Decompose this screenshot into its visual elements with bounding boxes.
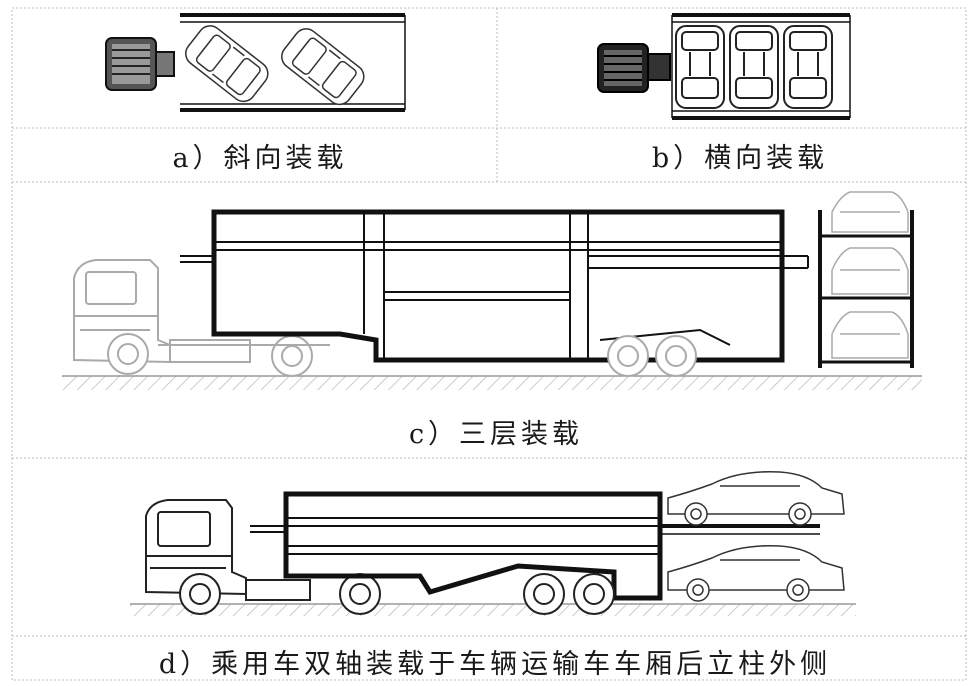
truck-head-icon (105, 37, 175, 91)
ground (130, 604, 856, 616)
caption-b: b）横向装载 (651, 143, 829, 174)
truck-head-icon (73, 259, 330, 377)
car-front-icon (831, 191, 909, 359)
panel-a-diagonal (105, 13, 406, 112)
wheel-icon (607, 335, 697, 377)
panel-d-rear-pillar (130, 471, 856, 616)
trailer-box-icon (671, 13, 851, 120)
wheel-icon (523, 573, 615, 615)
frame-grid (11, 7, 967, 681)
rack-icon (818, 210, 914, 368)
car-top-icon (185, 25, 269, 103)
trailer-box-icon (250, 491, 663, 601)
car-side-icon (667, 545, 845, 602)
trailer-box-icon (180, 209, 809, 363)
truck-head-icon (145, 499, 381, 615)
rear-deck (660, 524, 820, 535)
caption-c: c）三层装载 (408, 419, 584, 450)
ground (62, 376, 922, 390)
caption-d: d）乘用车双轴装载于车辆运输车车厢后立柱外侧 (158, 649, 832, 680)
car-top-icon (729, 25, 779, 109)
car-top-icon (281, 28, 365, 106)
truck-head-icon (597, 43, 671, 93)
panel-c-three-tier (62, 191, 922, 390)
trailer-box-icon (180, 13, 406, 112)
car-side-icon (667, 471, 845, 526)
caption-a: a）斜向装载 (172, 143, 348, 174)
car-top-icon (783, 25, 833, 109)
panel-b-transverse (597, 13, 851, 120)
car-top-icon (675, 25, 725, 109)
